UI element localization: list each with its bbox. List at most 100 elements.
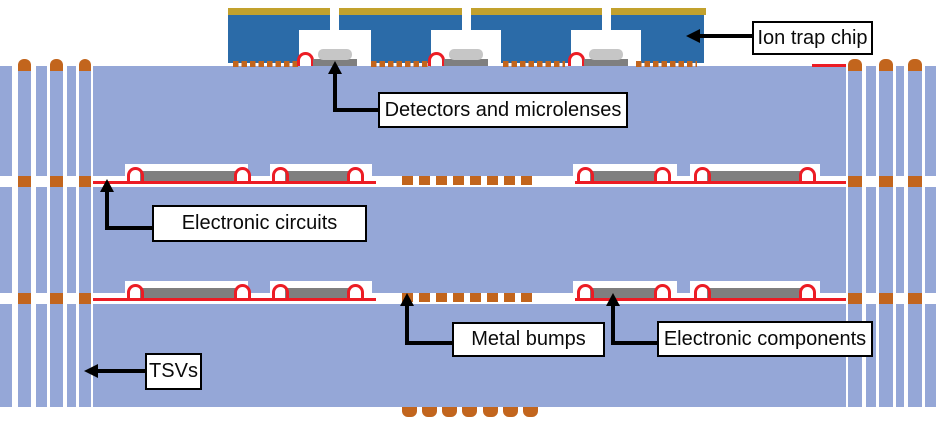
label-metal-bumps: Metal bumps bbox=[452, 322, 605, 357]
label-ion-trap-chip: Ion trap chip bbox=[752, 21, 873, 55]
metal-bumps-arrowhead-icon bbox=[400, 293, 414, 306]
tsv-metal-pad bbox=[18, 176, 31, 187]
ion-trap-chip-arrow-line bbox=[699, 34, 752, 38]
circuits-arrow-line bbox=[105, 226, 152, 230]
bond-wire-arc bbox=[297, 52, 314, 66]
metal-bumps-arrow-line bbox=[405, 303, 409, 345]
tsv-column bbox=[896, 187, 904, 293]
tsv-metal-cap bbox=[848, 59, 862, 71]
bond-wire-arc bbox=[347, 167, 364, 182]
metal-bump bbox=[462, 407, 477, 417]
tsv-column bbox=[896, 304, 904, 407]
electronic-component bbox=[707, 288, 802, 298]
detector bbox=[584, 59, 628, 66]
tsv-column bbox=[925, 304, 936, 407]
tsv-metal-pad bbox=[50, 293, 63, 304]
bond-wire-arc bbox=[799, 284, 816, 299]
label-circuits-text: Electronic circuits bbox=[181, 212, 338, 234]
tsv-metal-pad bbox=[50, 176, 63, 187]
electronic-component bbox=[140, 288, 237, 298]
circuits-arrow-line bbox=[105, 189, 109, 230]
electronic-component bbox=[285, 171, 350, 181]
tsv-metal-cap bbox=[50, 59, 63, 71]
chip-slit bbox=[602, 8, 611, 31]
tsv-via-column bbox=[79, 66, 91, 176]
tsv-via-column bbox=[18, 304, 31, 407]
electronic-component bbox=[285, 288, 350, 298]
metal-bump bbox=[483, 407, 498, 417]
chip-slit bbox=[462, 8, 471, 31]
metal-bump bbox=[422, 407, 437, 417]
bond-wire-arc bbox=[272, 284, 289, 299]
tsv-metal-pad bbox=[879, 293, 893, 304]
circuit-wire bbox=[575, 181, 846, 184]
detectors-arrow-line bbox=[333, 71, 337, 112]
tsv-via-column bbox=[848, 66, 862, 176]
tsv-metal-cap bbox=[18, 59, 31, 71]
bond-wire-arc bbox=[568, 52, 585, 66]
tsv-metal-pad bbox=[908, 176, 922, 187]
tsv-metal-pad bbox=[848, 293, 862, 304]
label-tsvs-text: TSVs bbox=[149, 360, 198, 382]
detectors-arrowhead-icon bbox=[328, 61, 342, 74]
tsv-metal-pad bbox=[79, 293, 91, 304]
bond-wire-arc bbox=[799, 167, 816, 182]
bond-wire-arc bbox=[654, 167, 671, 182]
circuits-arrowhead-icon bbox=[100, 179, 114, 192]
label-metal-bumps-text: Metal bumps bbox=[471, 328, 586, 350]
tsv-via-column bbox=[879, 304, 893, 407]
electronic-component bbox=[140, 171, 237, 181]
electronic-component bbox=[707, 171, 802, 181]
chip-slit bbox=[330, 8, 339, 31]
chip-bump-row bbox=[636, 61, 697, 67]
bond-wire-arc bbox=[654, 284, 671, 299]
tsv-via-column bbox=[50, 304, 63, 407]
tsv-column bbox=[36, 304, 47, 407]
tsv-via-column bbox=[908, 66, 922, 176]
electronic-component bbox=[590, 171, 657, 181]
label-electronic-components: Electronic components bbox=[657, 321, 873, 357]
bond-wire-arc bbox=[234, 167, 251, 182]
circuit-wire bbox=[93, 181, 376, 184]
bond-wire-arc bbox=[272, 167, 289, 182]
label-detectors-and-microlenses: Detectors and microlenses bbox=[378, 92, 628, 128]
bond-wire-arc bbox=[127, 167, 144, 182]
label-detectors-text: Detectors and microlenses bbox=[384, 98, 622, 121]
chip-bump-row bbox=[503, 61, 565, 67]
tsvs-arrowhead-icon bbox=[84, 364, 98, 378]
detector bbox=[444, 59, 488, 66]
tsv-metal-cap bbox=[908, 59, 922, 71]
metal-bumps-arrow-line bbox=[405, 341, 452, 345]
tsv-via-column bbox=[50, 66, 63, 176]
tsv-metal-cap bbox=[879, 59, 893, 71]
metal-bump-row bbox=[402, 176, 532, 185]
components-arrow-line bbox=[611, 341, 657, 345]
tsv-via-column bbox=[18, 187, 31, 293]
tsv-column bbox=[866, 187, 876, 293]
surface-wire bbox=[812, 64, 846, 67]
tsvs-arrow-line bbox=[97, 369, 145, 373]
ion-trap-chip-arrowhead-icon bbox=[686, 29, 700, 43]
label-ion-trap-chip-text: Ion trap chip bbox=[757, 26, 868, 49]
electronic-component bbox=[590, 288, 657, 298]
metal-bump bbox=[523, 407, 538, 417]
bond-wire-arc bbox=[694, 284, 711, 299]
chip-bump-row bbox=[233, 61, 299, 67]
tsv-column bbox=[36, 187, 47, 293]
detectors-arrow-line bbox=[333, 108, 378, 112]
tsv-via-column bbox=[848, 187, 862, 293]
components-arrow-line bbox=[611, 303, 615, 345]
tsv-column bbox=[0, 66, 12, 176]
microlens bbox=[589, 49, 623, 60]
tsv-column bbox=[896, 66, 904, 176]
tsv-metal-pad bbox=[848, 176, 862, 187]
microlens bbox=[449, 49, 483, 60]
tsv-metal-cap bbox=[79, 59, 91, 71]
circuit-wire bbox=[93, 298, 376, 301]
components-arrowhead-icon bbox=[606, 293, 620, 306]
circuit-wire bbox=[575, 298, 846, 301]
tsv-via-column bbox=[79, 304, 91, 407]
label-electronic-circuits: Electronic circuits bbox=[152, 205, 367, 242]
tsv-column bbox=[67, 66, 76, 176]
